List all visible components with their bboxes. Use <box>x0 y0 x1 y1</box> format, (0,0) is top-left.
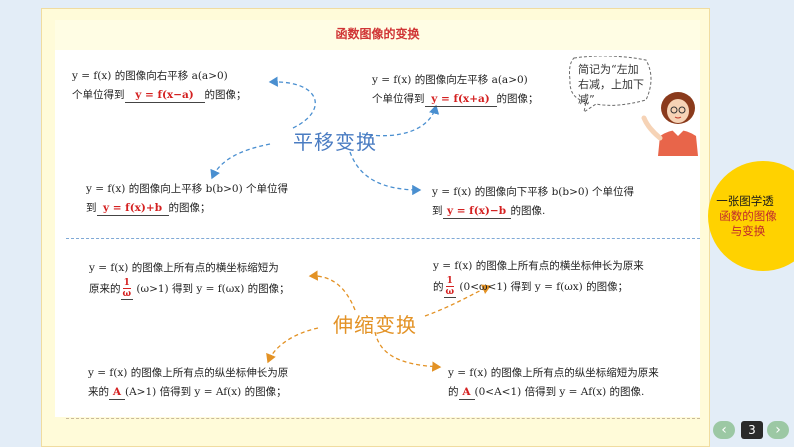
content-panel <box>55 50 700 417</box>
arrow-to-stretch-x <box>424 284 492 317</box>
bottom-divider <box>66 418 700 419</box>
arrow-to-right-shift <box>268 76 316 129</box>
arrow-to-left-shift <box>361 104 440 137</box>
arrow-to-shrink-x <box>308 270 356 311</box>
section-divider <box>66 238 700 239</box>
title-bar: 函数图像的变换 <box>55 20 700 50</box>
chevron-right-icon: › <box>775 422 781 438</box>
teacher-illustration <box>641 92 698 156</box>
translation-label: 平移变换 <box>293 130 377 154</box>
answer-left-shift: y = f(x+a) <box>424 92 497 107</box>
chevron-left-icon: ‹ <box>721 422 727 438</box>
arrow-to-down-shift <box>349 151 422 196</box>
prev-page-button[interactable]: ‹ <box>713 421 735 439</box>
arrow-to-up-shift <box>210 143 271 180</box>
arrow-to-stretch-y <box>266 327 319 364</box>
side-badge-text: 一张图学透 函数的图像与变换 <box>716 194 777 238</box>
answer-right-shift: y = f(x−a) <box>124 88 205 103</box>
next-page-button[interactable]: › <box>767 421 789 439</box>
answer-stretch-y: A <box>109 385 125 400</box>
side-badge <box>708 161 794 271</box>
answer-shrink-y: A <box>458 385 475 400</box>
page-number: 3 <box>741 421 763 439</box>
answer-down-shift: y = f(x)−b <box>442 204 511 219</box>
speech-bubble <box>569 56 652 112</box>
page-title: 函数图像的变换 <box>335 27 420 41</box>
scaling-label: 伸缩变换 <box>333 313 417 337</box>
answer-up-shift: y = f(x)+b <box>96 201 169 216</box>
speech-bubble-text: 简记为“左加右减，上加下减” <box>578 63 644 106</box>
